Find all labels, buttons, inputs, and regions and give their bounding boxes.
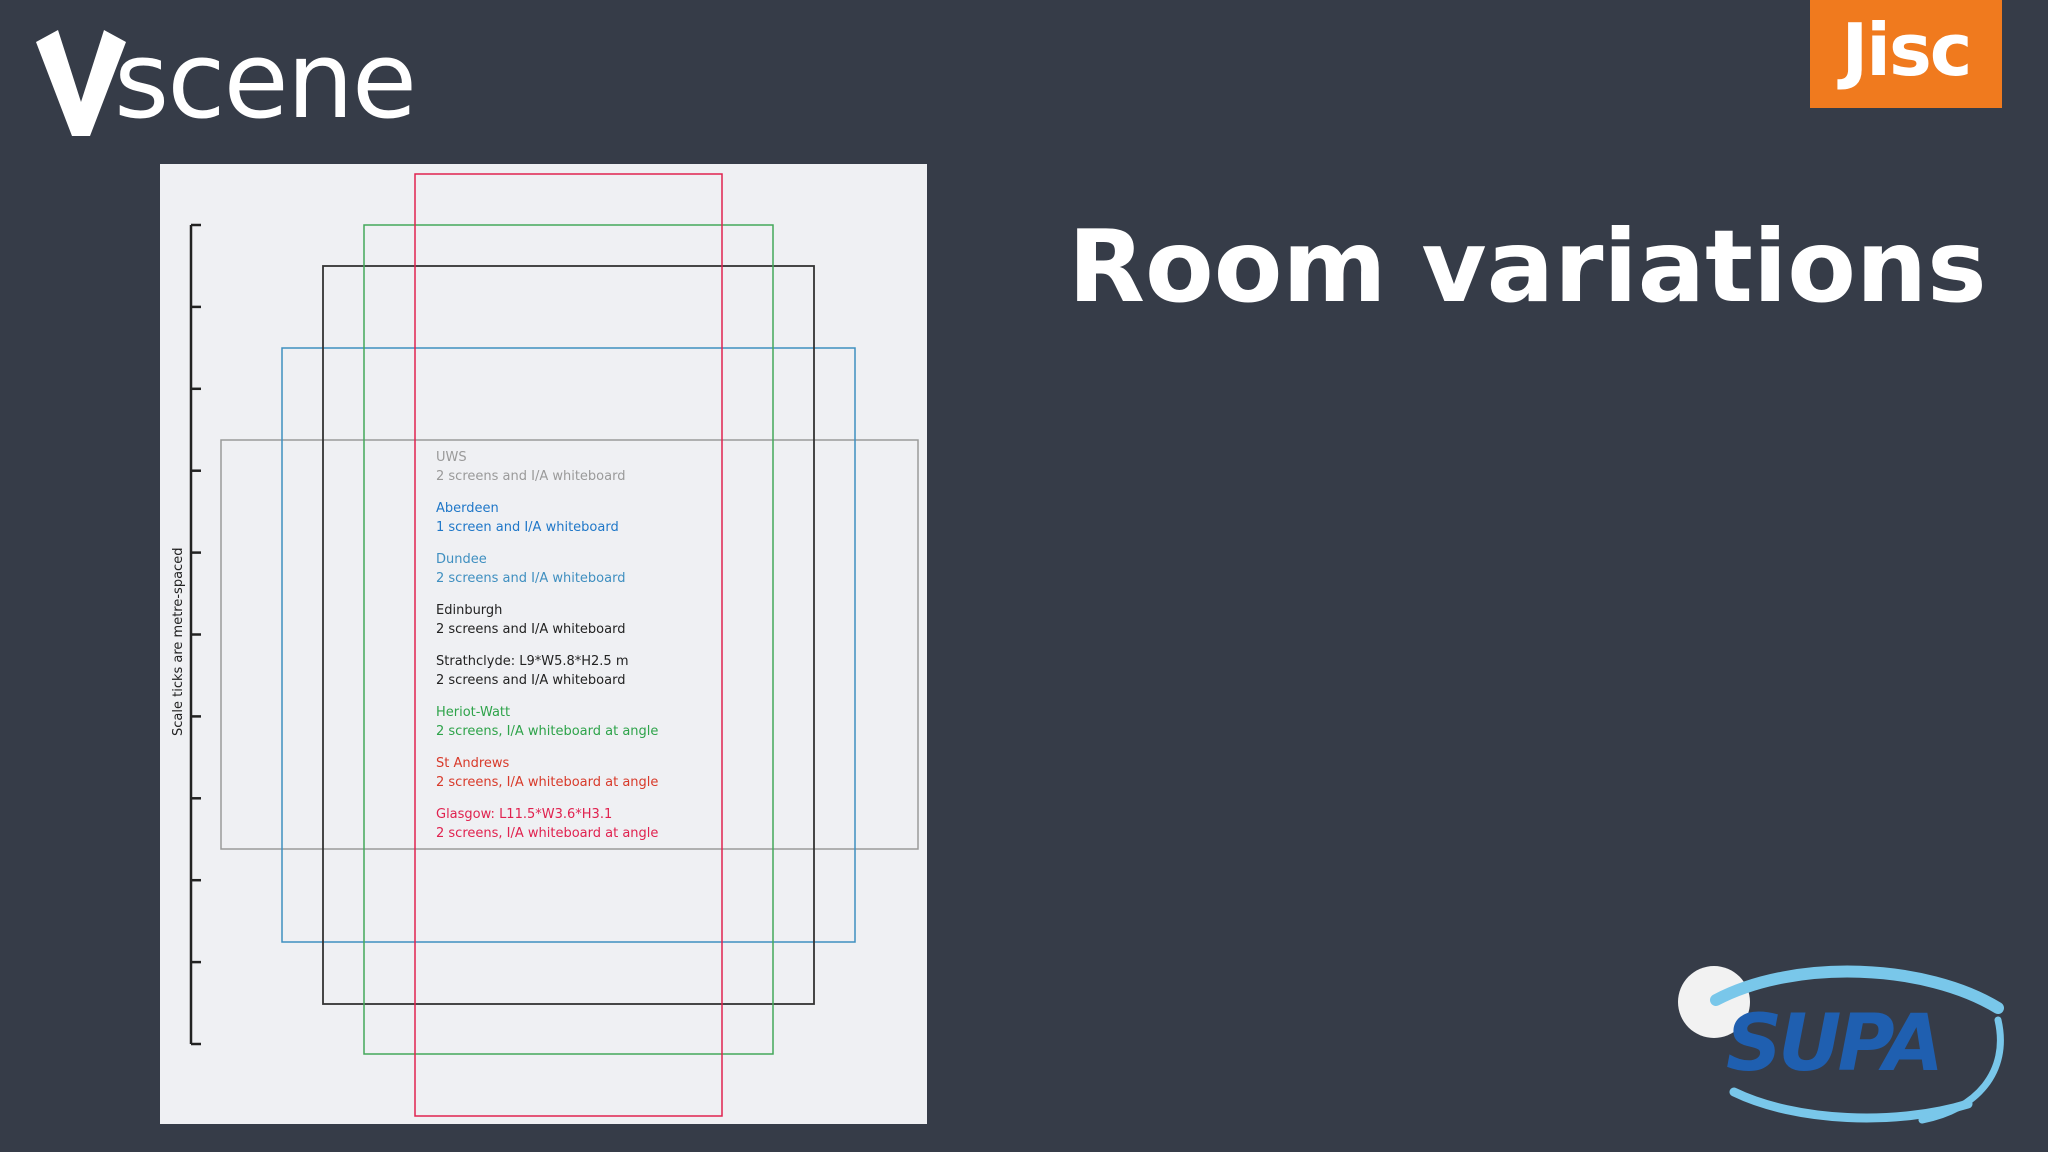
legend-name-strathclyde: Strathclyde: L9*W5.8*H2.5 m: [436, 654, 629, 669]
metre-scale-bar: [189, 223, 201, 1046]
vscene-wordmark: scene: [114, 19, 417, 142]
room-outline-edinburgh: [322, 265, 815, 1005]
legend-desc-uws: 2 screens and I/A whiteboard: [436, 469, 625, 484]
supa-logo: SUPA: [1678, 965, 2004, 1124]
legend-name-st-andrews: St Andrews: [436, 756, 510, 771]
legend-name-uws: UWS: [436, 450, 467, 465]
room-floor-plan-diagram: Scale ticks are metre-spaced UWS 2 scree…: [160, 164, 927, 1124]
legend-name-heriot-watt: Heriot-Watt: [436, 705, 510, 720]
legend-name-dundee: Dundee: [436, 552, 487, 567]
supa-logo-text: SUPA: [1726, 999, 1940, 1089]
legend-desc-aberdeen: 1 screen and I/A whiteboard: [436, 520, 619, 535]
room-outline-aberdeen: [281, 347, 856, 943]
floor-plan-svg: Scale ticks are metre-spaced UWS 2 scree…: [171, 173, 919, 1117]
room-outline-uws: [220, 439, 919, 850]
legend-name-aberdeen: Aberdeen: [436, 501, 499, 516]
room-outline-heriot-watt: [363, 224, 774, 1055]
legend-desc-edinburgh: 2 screens and I/A whiteboard: [436, 622, 625, 637]
legend-name-edinburgh: Edinburgh: [436, 603, 502, 618]
slide-title: Room variations: [1068, 208, 1987, 325]
legend-name-glasgow: Glasgow: L11.5*W3.6*H3.1: [436, 807, 612, 822]
vscene-v-icon: [36, 30, 126, 136]
legend-desc-glasgow: 2 screens, I/A whiteboard at angle: [436, 826, 658, 841]
legend-desc-heriot-watt: 2 screens, I/A whiteboard at angle: [436, 724, 658, 739]
vscene-logo: scene: [36, 28, 417, 145]
scale-note-label: Scale ticks are metre-spaced: [171, 548, 186, 736]
jisc-logo-text: Jisc: [1841, 8, 1972, 92]
legend-desc-strathclyde: 2 screens and I/A whiteboard: [436, 673, 625, 688]
jisc-logo: Jisc: [1810, 0, 2002, 108]
legend-desc-st-andrews: 2 screens, I/A whiteboard at angle: [436, 775, 658, 790]
room-outline-st-andrews: [414, 173, 723, 1117]
legend-desc-dundee: 2 screens and I/A whiteboard: [436, 571, 625, 586]
room-legend: UWS 2 screens and I/A whiteboard Aberdee…: [436, 450, 658, 841]
